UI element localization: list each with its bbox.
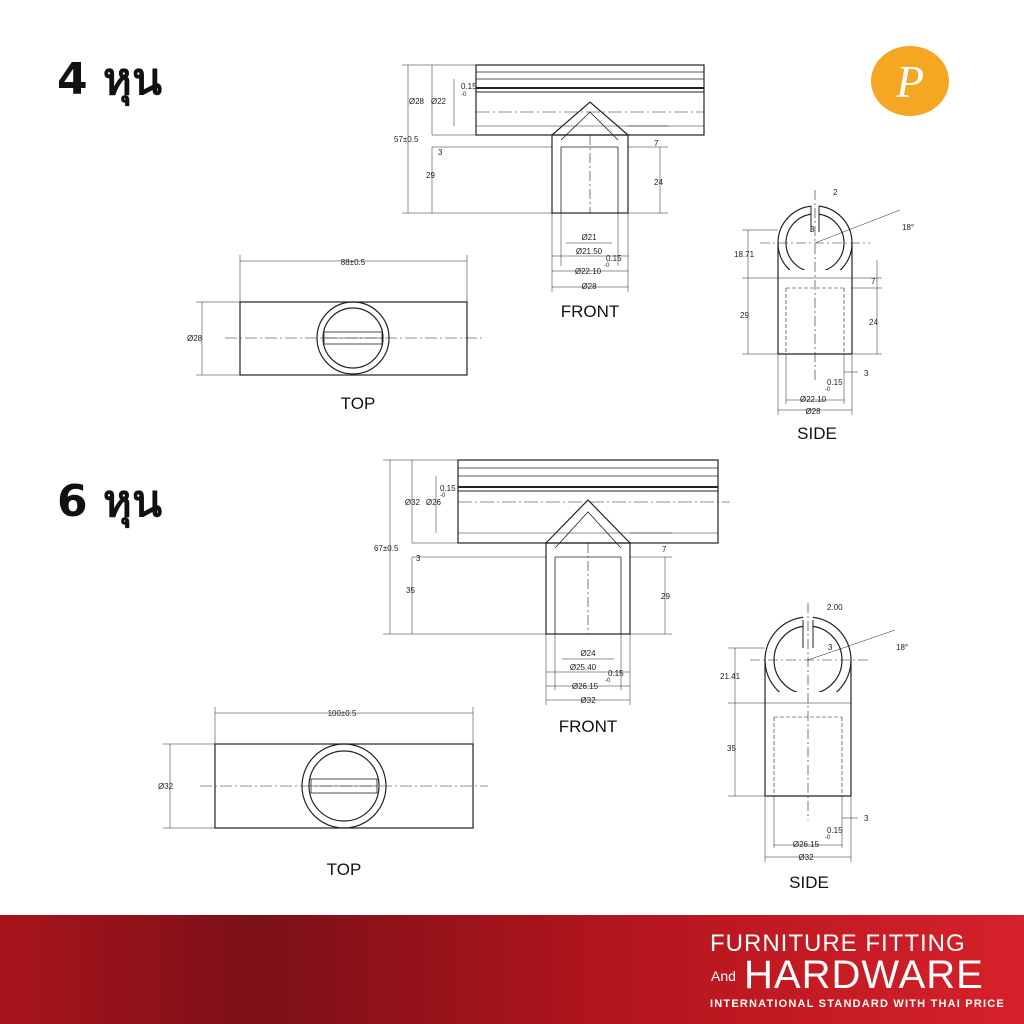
dim-chamfer-4: 7 <box>654 139 659 148</box>
dim-douter-side-4: Ø28 <box>805 407 821 416</box>
dim-angle-6: 18° <box>896 643 908 652</box>
dim-d1-6: Ø24 <box>580 649 596 658</box>
dim-wall-side-6: 3 <box>864 814 869 823</box>
side-view-6 <box>728 603 896 862</box>
dim-d2-4: Ø21.50 <box>576 247 603 256</box>
dim-tol-side-minus-4: -0 <box>825 387 831 393</box>
dim-d4-4: Ø28 <box>581 282 597 291</box>
dim-gap-6: 3 <box>828 643 833 652</box>
dim-tol-4: 0.15 <box>461 82 477 91</box>
dim-d2-6: Ø25.40 <box>570 663 597 672</box>
dim-wall-4: 3 <box>438 148 443 157</box>
side-view-4 <box>742 190 901 415</box>
section-title-4: 4 หุน <box>57 54 163 105</box>
dim-length-4: 88±0.5 <box>341 258 366 267</box>
front-view-4 <box>402 64 705 292</box>
dim-wall-side-4: 3 <box>864 369 869 378</box>
dim-wall-6: 3 <box>416 554 421 563</box>
dim-angle-4: 18° <box>902 223 914 232</box>
dim-tol-side-6: 0.15 <box>827 826 843 835</box>
dim-depth-6: 29 <box>661 592 670 601</box>
dim-dinner-side-6: Ø26.15 <box>793 840 820 849</box>
dim-upper-6: 21.41 <box>720 672 741 681</box>
dim-slot-4: 2 <box>833 188 838 197</box>
dim-height-6: 67±0.5 <box>374 544 399 553</box>
top-view-6 <box>163 707 488 829</box>
logo-letter: P <box>895 56 924 107</box>
dim-topdia-6: Ø32 <box>158 782 174 791</box>
banner-hardware: HARDWARE <box>744 953 984 997</box>
dim-tol2-minus-4: -0 <box>604 263 610 269</box>
dim-chamfer-6: 7 <box>662 545 667 554</box>
dim-inner-side-4: 24 <box>869 318 878 327</box>
dim-height-side-6: 35 <box>727 744 736 753</box>
front-view-6 <box>383 459 730 705</box>
dim-douter-side-6: Ø32 <box>798 853 814 862</box>
dim-tol2-4: 0.15 <box>606 254 622 263</box>
label-top-6: TOP <box>327 860 362 879</box>
dim-slot-6: 2.00 <box>827 603 843 612</box>
label-front-6: FRONT <box>559 717 618 736</box>
dim-tol2-6: 0.15 <box>608 669 624 678</box>
dim-chamfer-side-4: 7 <box>871 277 876 286</box>
dim-tol-minus-4: -0 <box>461 92 467 98</box>
dim-gap-4: 3 <box>810 225 815 234</box>
dim-tol-6: 0.15 <box>440 484 456 493</box>
dim-upper-4: 18.71 <box>734 250 755 259</box>
dim-topdia-4: Ø28 <box>187 334 203 343</box>
dim-tol-side-minus-6: -0 <box>825 835 831 841</box>
dim-id-6: Ø26 <box>426 498 442 507</box>
technical-drawing: Ø28 Ø22 0.15 -0 57±0.5 3 29 7 24 Ø21 Ø21… <box>158 64 914 892</box>
dim-d1-4: Ø21 <box>581 233 597 242</box>
dim-tol2-minus-6: -0 <box>605 678 611 684</box>
dim-tol-minus-6: -0 <box>440 493 446 499</box>
dim-tol-side-4: 0.15 <box>827 378 843 387</box>
banner-and: And <box>711 968 736 984</box>
dim-height-4: 57±0.5 <box>394 135 419 144</box>
dim-id-4: Ø22 <box>431 97 447 106</box>
footer-banner <box>0 915 1024 1024</box>
dim-branch-6: 35 <box>406 586 415 595</box>
brand-logo-icon: P <box>871 46 949 116</box>
dim-d3-6: Ø26.15 <box>572 682 599 691</box>
dim-dinner-side-4: Ø22.10 <box>800 395 827 404</box>
top-view-4 <box>196 255 482 376</box>
label-top-4: TOP <box>341 394 376 413</box>
dim-d3-4: Ø22.10 <box>575 267 602 276</box>
dim-d4-6: Ø32 <box>580 696 596 705</box>
dim-height-side-4: 29 <box>740 311 749 320</box>
dim-length-6: 100±0.5 <box>328 709 357 718</box>
banner-tagline: INTERNATIONAL STANDARD WITH THAI PRICE <box>710 998 1005 1010</box>
section-title-6: 6 หุน <box>57 476 163 527</box>
label-side-4: SIDE <box>797 424 837 443</box>
label-front-4: FRONT <box>561 302 620 321</box>
dim-od-6: Ø32 <box>405 498 421 507</box>
dim-depth-4: 24 <box>654 178 663 187</box>
dim-branch-4: 29 <box>426 171 435 180</box>
label-side-6: SIDE <box>789 873 829 892</box>
dim-od-4: Ø28 <box>409 97 425 106</box>
banner-line1: FURNITURE FITTING <box>710 930 966 957</box>
